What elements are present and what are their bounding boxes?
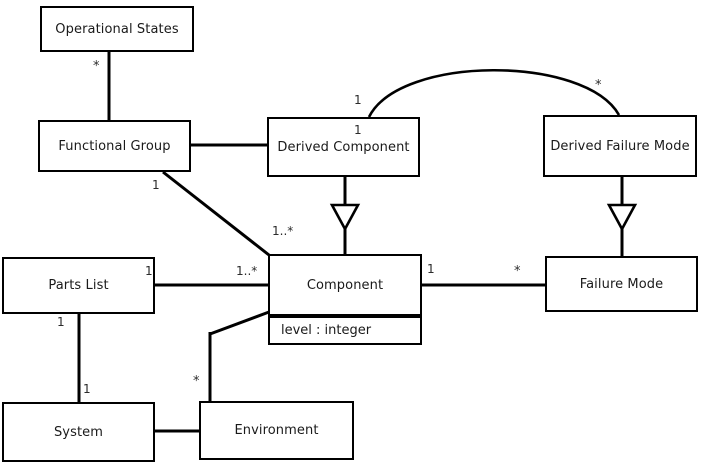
- class-box-component[interactable]: Component: [268, 254, 422, 316]
- class-name-row: Parts List: [4, 259, 153, 312]
- class-name-row: System: [4, 404, 153, 460]
- class-name-component: Component: [306, 277, 384, 293]
- class-box-environment[interactable]: Environment: [199, 401, 354, 460]
- connection-component-environment-diagonal: [209, 310, 270, 336]
- class-name-failure-mode: Failure Mode: [579, 276, 664, 292]
- class-attribute-compartment-component: level : integer: [268, 316, 422, 345]
- class-name-operational-states: Operational States: [55, 21, 179, 37]
- class-box-functional-group[interactable]: Functional Group: [38, 120, 191, 172]
- class-box-failure-mode[interactable]: Failure Mode: [545, 256, 698, 312]
- multiplicity-label-parts-list-right: 1: [145, 264, 153, 278]
- class-name-functional-group: Functional Group: [58, 138, 171, 154]
- generalization-triangle-derived-component: [329, 203, 361, 232]
- class-name-parts-list: Parts List: [48, 278, 109, 293]
- multiplicity-label-system-from-parts-list: 1: [83, 382, 91, 396]
- class-name-row: Failure Mode: [547, 258, 696, 310]
- class-name-system: System: [53, 424, 104, 440]
- multiplicity-label-failure-mode-from-component: *: [514, 264, 521, 279]
- multiplicity-label-component-to-failure-mode: 1: [427, 262, 435, 276]
- class-name-row: Derived Component: [269, 119, 418, 175]
- class-name-environment: Environment: [234, 423, 319, 438]
- multiplicity-label-parts-list-to-system: 1: [57, 315, 65, 329]
- multiplicity-label-functional-group-derived-component: 1: [354, 123, 362, 137]
- class-box-derived-failure-mode[interactable]: Derived Failure Mode: [543, 115, 697, 177]
- class-box-parts-list[interactable]: Parts List: [2, 257, 155, 314]
- multiplicity-label-component-from-parts-list: 1..*: [236, 264, 258, 278]
- class-name-row: Functional Group: [40, 122, 189, 170]
- multiplicity-label-derived-failure-mode-arc-target: *: [595, 78, 602, 93]
- class-box-operational-states[interactable]: Operational States: [40, 6, 194, 52]
- class-box-system[interactable]: System: [2, 402, 155, 462]
- class-name-derived-failure-mode: Derived Failure Mode: [550, 138, 690, 154]
- multiplicity-label-environment-to-component: *: [193, 374, 200, 389]
- class-name-row: Derived Failure Mode: [545, 117, 695, 175]
- generalization-triangle-derived-failure-mode: [606, 203, 638, 232]
- class-name-derived-component: Derived Component: [277, 139, 410, 155]
- multiplicity-label-operational-states-functional-group: *: [93, 59, 100, 74]
- multiplicity-label-derived-component-arc-source: 1: [354, 93, 362, 107]
- connection-derived-component-derived-failure-mode-arc: [367, 68, 621, 118]
- attribute-level-integer: level : integer: [281, 323, 372, 338]
- multiplicity-label-component-from-functional-group: 1..*: [272, 224, 294, 238]
- connection-functional-group-component: [162, 170, 270, 257]
- class-name-row: Operational States: [42, 8, 192, 50]
- multiplicity-label-functional-group-component: 1: [152, 178, 160, 192]
- class-box-derived-component[interactable]: Derived Component: [267, 117, 420, 177]
- class-name-row: Environment: [201, 403, 352, 458]
- class-name-row: Component: [270, 256, 420, 314]
